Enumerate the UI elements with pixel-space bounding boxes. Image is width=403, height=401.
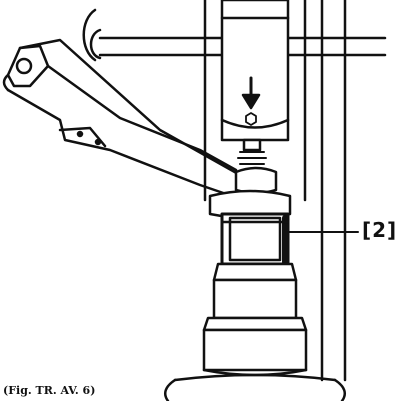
press-base	[163, 373, 347, 401]
press-frame	[203, 0, 347, 382]
press-ram	[220, 0, 290, 165]
suspension-arm	[2, 38, 242, 198]
ball-joint	[208, 166, 292, 220]
callout-label-2: [2]	[362, 218, 398, 242]
sleeve-tool	[202, 212, 308, 377]
horizontal-bar	[82, 8, 387, 62]
figure-caption: (Fig. TR. AV. 6)	[3, 384, 96, 397]
